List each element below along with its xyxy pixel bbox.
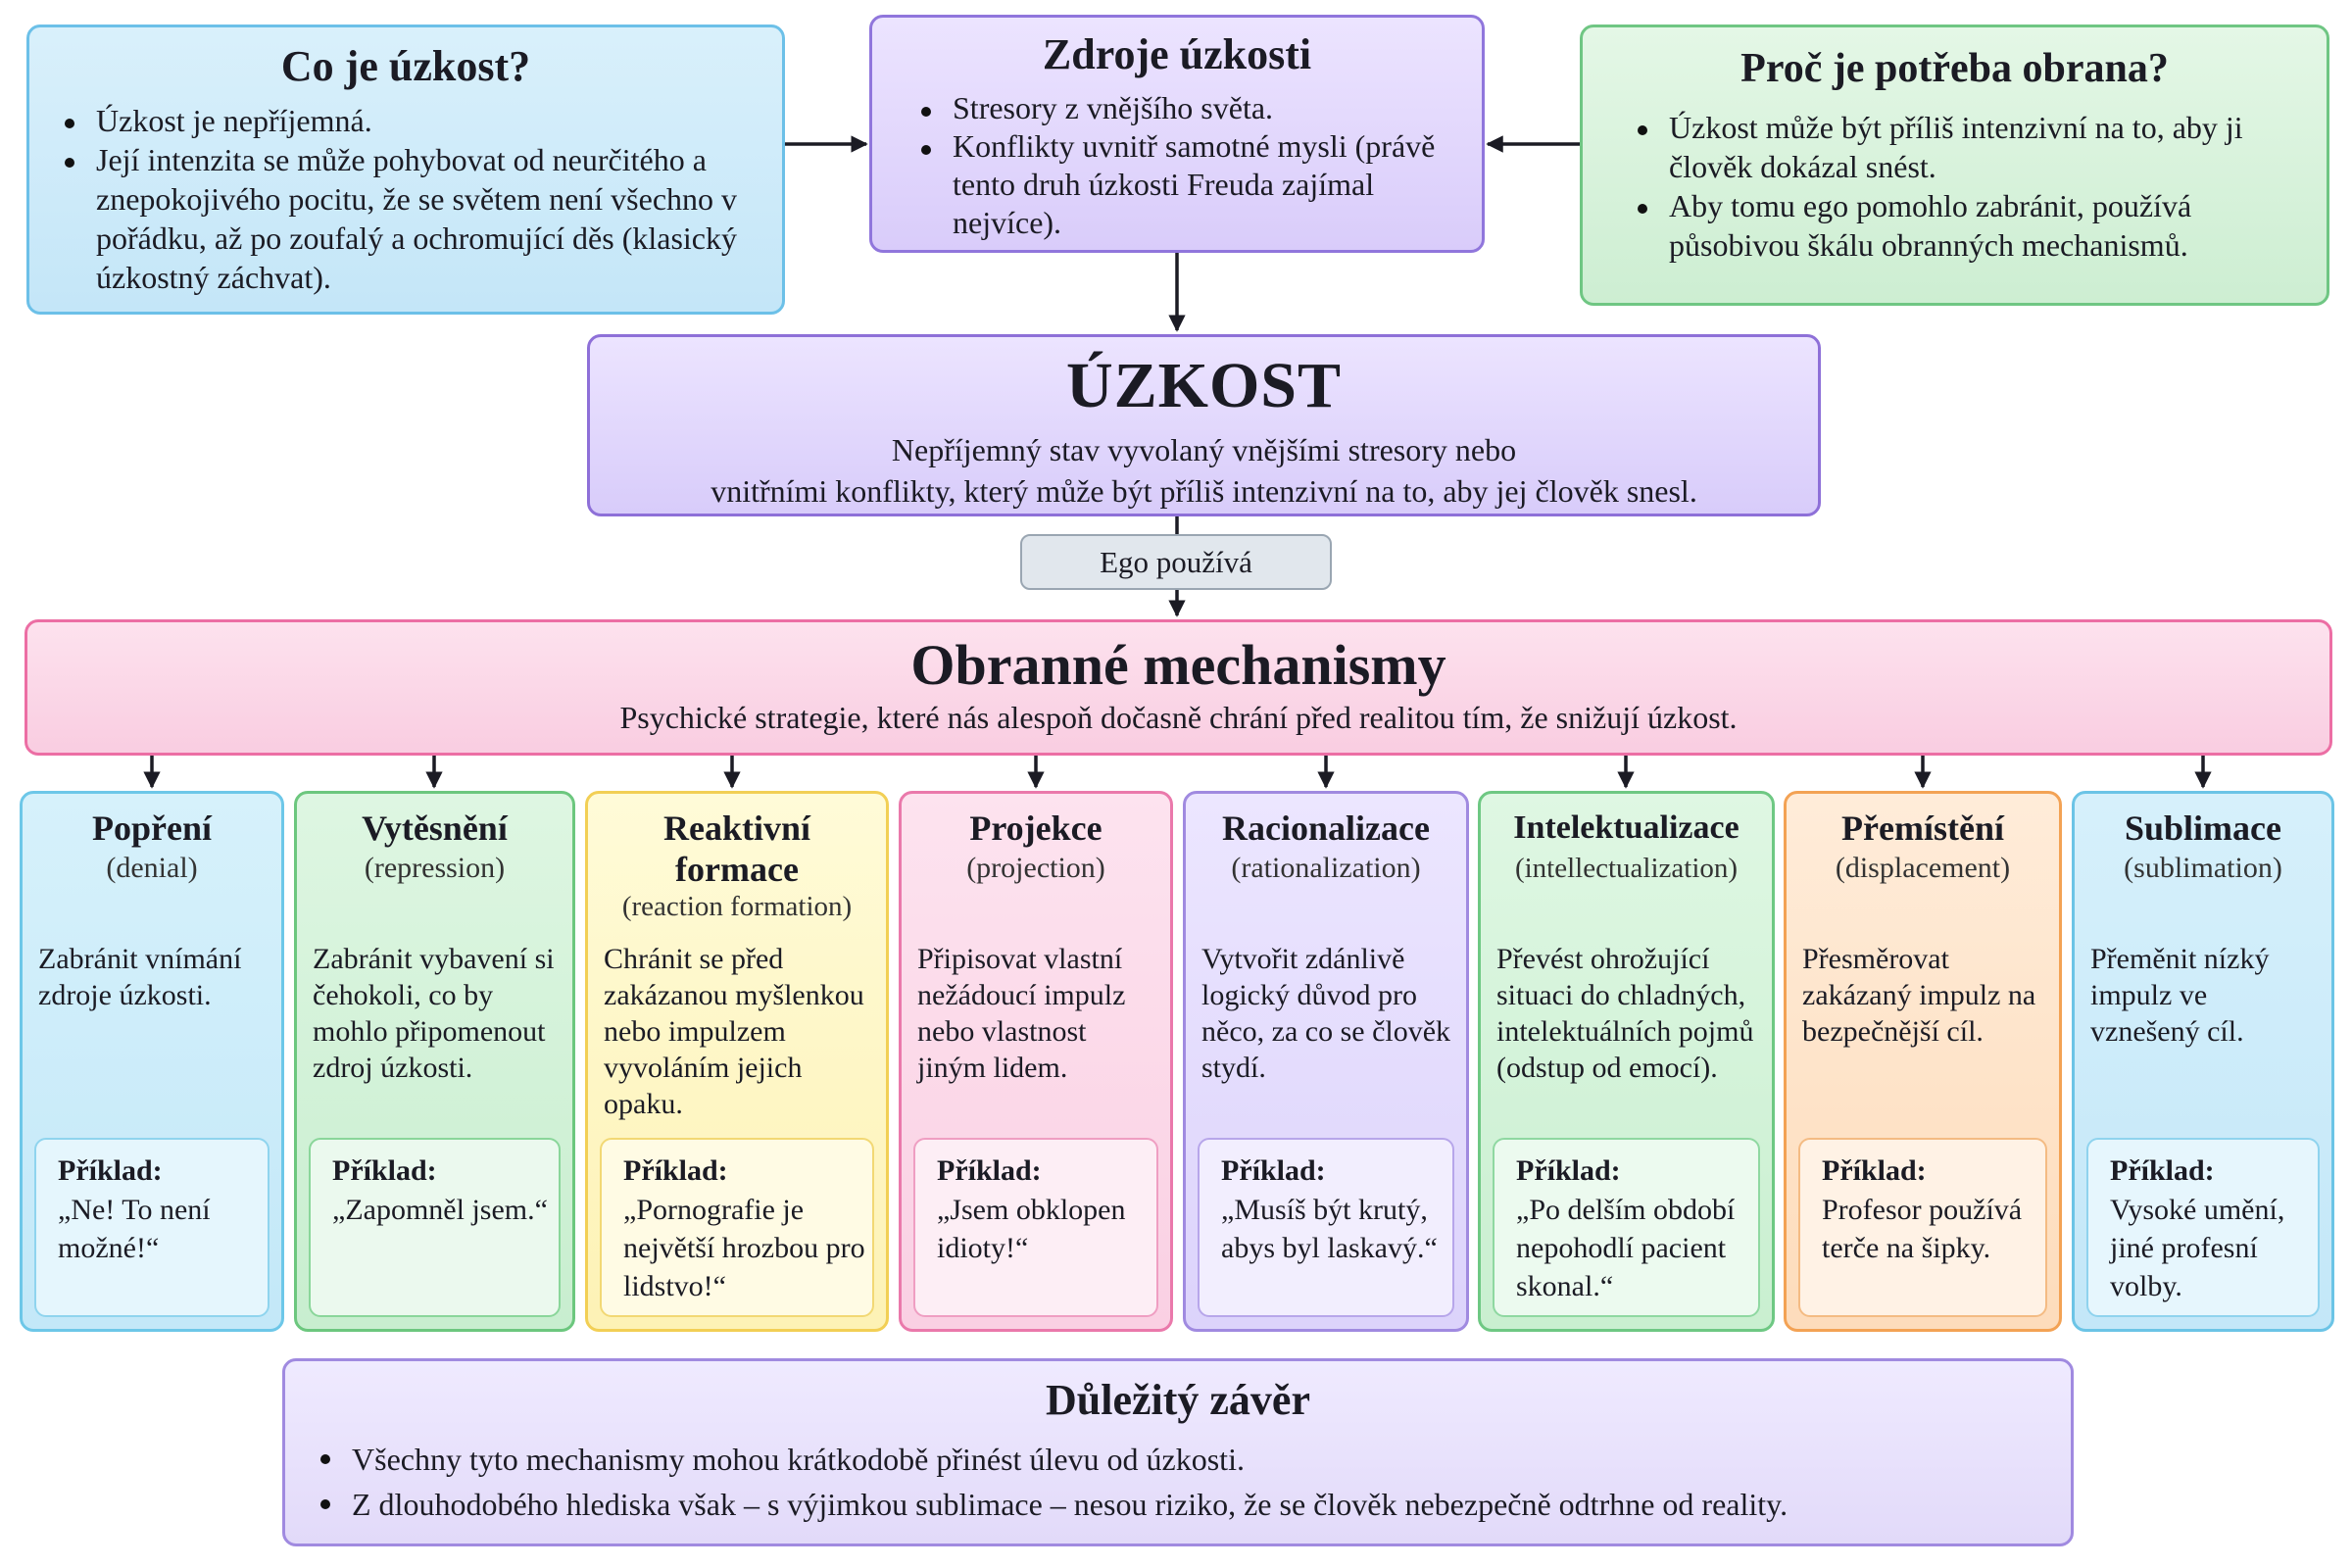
what-is-anxiety-box: Co je úzkost? Úzkost je nepříjemná. Její… xyxy=(26,24,785,315)
list-item: Úzkost je nepříjemná. xyxy=(55,101,753,140)
mechanism-description: Přesměrovat zakázaný impulz na bezpečněj… xyxy=(1802,943,2036,1048)
list-item: Aby tomu ego pomohlo zabránit, používá p… xyxy=(1628,186,2307,265)
example-text: „Ne! To není možné!“ xyxy=(58,1194,211,1264)
mechanism-name: Vytěsnění xyxy=(362,808,508,848)
example-label: Příklad: xyxy=(1221,1154,1326,1187)
example-text: „Pornografie je největší hrozbou pro lid… xyxy=(623,1194,865,1302)
mechanism-english: (repression) xyxy=(364,852,506,884)
mechanism-card-intellectualization: Intelektualizace (intellectualization) P… xyxy=(1478,791,1775,1332)
mechanism-name: Popření xyxy=(92,808,212,848)
mechanism-description: Přeměnit nízký impulz ve vznešený cíl. xyxy=(2090,943,2270,1048)
mechanism-example: Příklad: „Ne! To není možné!“ xyxy=(34,1138,270,1317)
mechanism-example: Příklad: Profesor používá terče na šipky… xyxy=(1798,1138,2047,1317)
example-label: Příklad: xyxy=(1516,1154,1621,1187)
mechanism-name: Projekce xyxy=(969,808,1102,848)
why-defense-box: Proč je potřeba obrana? Úzkost může být … xyxy=(1580,24,2329,306)
defense-mechanisms-title: Obranné mechanismy xyxy=(910,633,1446,697)
what-is-anxiety-list: Úzkost je nepříjemná. Její intenzita se … xyxy=(55,101,753,297)
list-item: Z dlouhodobého hlediska však – s výjimko… xyxy=(311,1482,2051,1527)
mechanism-description: Zabránit vnímání zdroje úzkosti. xyxy=(38,943,242,1011)
mechanism-example: Příklad: Vysoké umění, jiné profesní vol… xyxy=(2086,1138,2320,1317)
anxiety-definition-line1: Nepříjemný stav vyvolaný vnějšími streso… xyxy=(891,432,1517,467)
anxiety-box: ÚZKOST Nepříjemný stav vyvolaný vnějšími… xyxy=(587,334,1821,516)
anxiety-definition: Nepříjemný stav vyvolaný vnějšími streso… xyxy=(590,429,1818,512)
mechanism-english: (sublimation) xyxy=(2124,852,2282,884)
mechanism-english: (rationalization) xyxy=(1231,852,1421,884)
list-item: Stresory z vnějšího světa. xyxy=(911,89,1462,127)
mechanism-english: (intellectualization) xyxy=(1514,853,1739,884)
example-label: Příklad: xyxy=(58,1154,163,1187)
mechanism-example: Příklad: „Pornografie je největší hrozbo… xyxy=(600,1138,874,1317)
mechanism-name: Sublimace xyxy=(2124,808,2281,848)
list-item: Její intenzita se může pohybovat od neur… xyxy=(55,140,753,297)
example-text: Vysoké umění, jiné profesní volby. xyxy=(2110,1194,2285,1302)
mechanism-name: Racionalizace xyxy=(1222,808,1430,848)
defense-mechanisms-subtitle: Psychické strategie, které nás alespoň d… xyxy=(619,700,1738,735)
mechanism-card-projection: Projekce (projection) Připisovat vlastní… xyxy=(899,791,1173,1332)
conclusion-title: Důležitý závěr xyxy=(1046,1376,1310,1424)
example-label: Příklad: xyxy=(623,1154,728,1187)
mechanism-card-rationalization: Racionalizace (rationalization) Vytvořit… xyxy=(1183,791,1469,1332)
example-label: Příklad: xyxy=(332,1154,437,1187)
anxiety-sources-title: Zdroje úzkosti xyxy=(1042,30,1312,78)
example-label: Příklad: xyxy=(1822,1154,1927,1187)
anxiety-definition-line2: vnitřními konflikty, který může být příl… xyxy=(710,473,1697,509)
list-item: Konflikty uvnitř samotné mysli (právě te… xyxy=(911,127,1462,242)
example-label: Příklad: xyxy=(2110,1154,2215,1187)
why-defense-list: Úzkost může být příliš intenzivní na to,… xyxy=(1628,108,2307,265)
mechanism-english: (projection) xyxy=(966,852,1105,884)
anxiety-title: ÚZKOST xyxy=(1065,350,1343,421)
example-text: Profesor používá terče na šipky. xyxy=(1822,1194,2023,1264)
defense-mechanisms-box: Obranné mechanismy Psychické strategie, … xyxy=(24,619,2332,756)
conclusion-list: Všechny tyto mechanismy mohou krátkodobě… xyxy=(311,1437,2051,1527)
mechanism-english: (displacement) xyxy=(1835,852,2011,884)
mechanism-card-sublimation: Sublimace (sublimation) Přeměnit nízký i… xyxy=(2072,791,2334,1332)
list-item: Všechny tyto mechanismy mohou krátkodobě… xyxy=(311,1437,2051,1482)
mechanism-name: Reaktivní formace xyxy=(662,808,810,889)
mechanism-example: Příklad: „Po delším období nepohodlí pac… xyxy=(1493,1138,1760,1317)
example-text: „Jsem obklopen idioty!“ xyxy=(937,1194,1126,1264)
mechanism-name: Intelektualizace xyxy=(1513,809,1740,846)
example-text: „Po delším období nepohodlí pacient skon… xyxy=(1516,1194,1736,1302)
mechanism-description: Zabránit vybavení si čehokoli, co by moh… xyxy=(313,943,555,1084)
mechanism-description: Převést ohrožující situaci do chladných,… xyxy=(1496,943,1754,1084)
conclusion-box: Důležitý závěr Všechny tyto mechanismy m… xyxy=(282,1358,2074,1546)
list-item: Úzkost může být příliš intenzivní na to,… xyxy=(1628,108,2307,186)
mechanism-card-denial: Popření (denial) Zabránit vnímání zdroje… xyxy=(20,791,284,1332)
mechanism-example: Příklad: „Jsem obklopen idioty!“ xyxy=(913,1138,1158,1317)
mechanism-example: Příklad: „Zapomněl jsem.“ xyxy=(309,1138,561,1317)
mechanism-description: Chránit se před zakázanou myšlenkou nebo… xyxy=(604,943,864,1120)
mechanism-card-displacement: Přemístění (displacement) Přesměrovat za… xyxy=(1784,791,2062,1332)
mechanism-name: Přemístění xyxy=(1841,808,2004,848)
mechanism-description: Připisovat vlastní nežádoucí impulz nebo… xyxy=(917,943,1126,1084)
anxiety-sources-box: Zdroje úzkosti Stresory z vnějšího světa… xyxy=(869,15,1485,253)
ego-uses-label: Ego používá xyxy=(1020,534,1332,590)
mechanism-example: Příklad: „Musíš být krutý, abys byl lask… xyxy=(1198,1138,1454,1317)
mechanism-description: Vytvořit zdánlivě logický důvod pro něco… xyxy=(1201,943,1451,1084)
mechanism-card-reaction-formation: Reaktivní formace (reaction formation) C… xyxy=(585,791,889,1332)
what-is-anxiety-title: Co je úzkost? xyxy=(280,42,531,90)
example-text: „Zapomněl jsem.“ xyxy=(332,1194,548,1226)
example-label: Příklad: xyxy=(937,1154,1042,1187)
mechanism-card-repression: Vytěsnění (repression) Zabránit vybavení… xyxy=(294,791,575,1332)
mechanism-english: (denial) xyxy=(106,852,198,884)
why-defense-title: Proč je potřeba obrana? xyxy=(1740,46,2169,91)
example-text: „Musíš být krutý, abys byl laskavý.“ xyxy=(1221,1194,1438,1264)
anxiety-sources-list: Stresory z vnějšího světa. Konflikty uvn… xyxy=(911,89,1462,242)
mechanism-english: (reaction formation) xyxy=(621,891,853,922)
